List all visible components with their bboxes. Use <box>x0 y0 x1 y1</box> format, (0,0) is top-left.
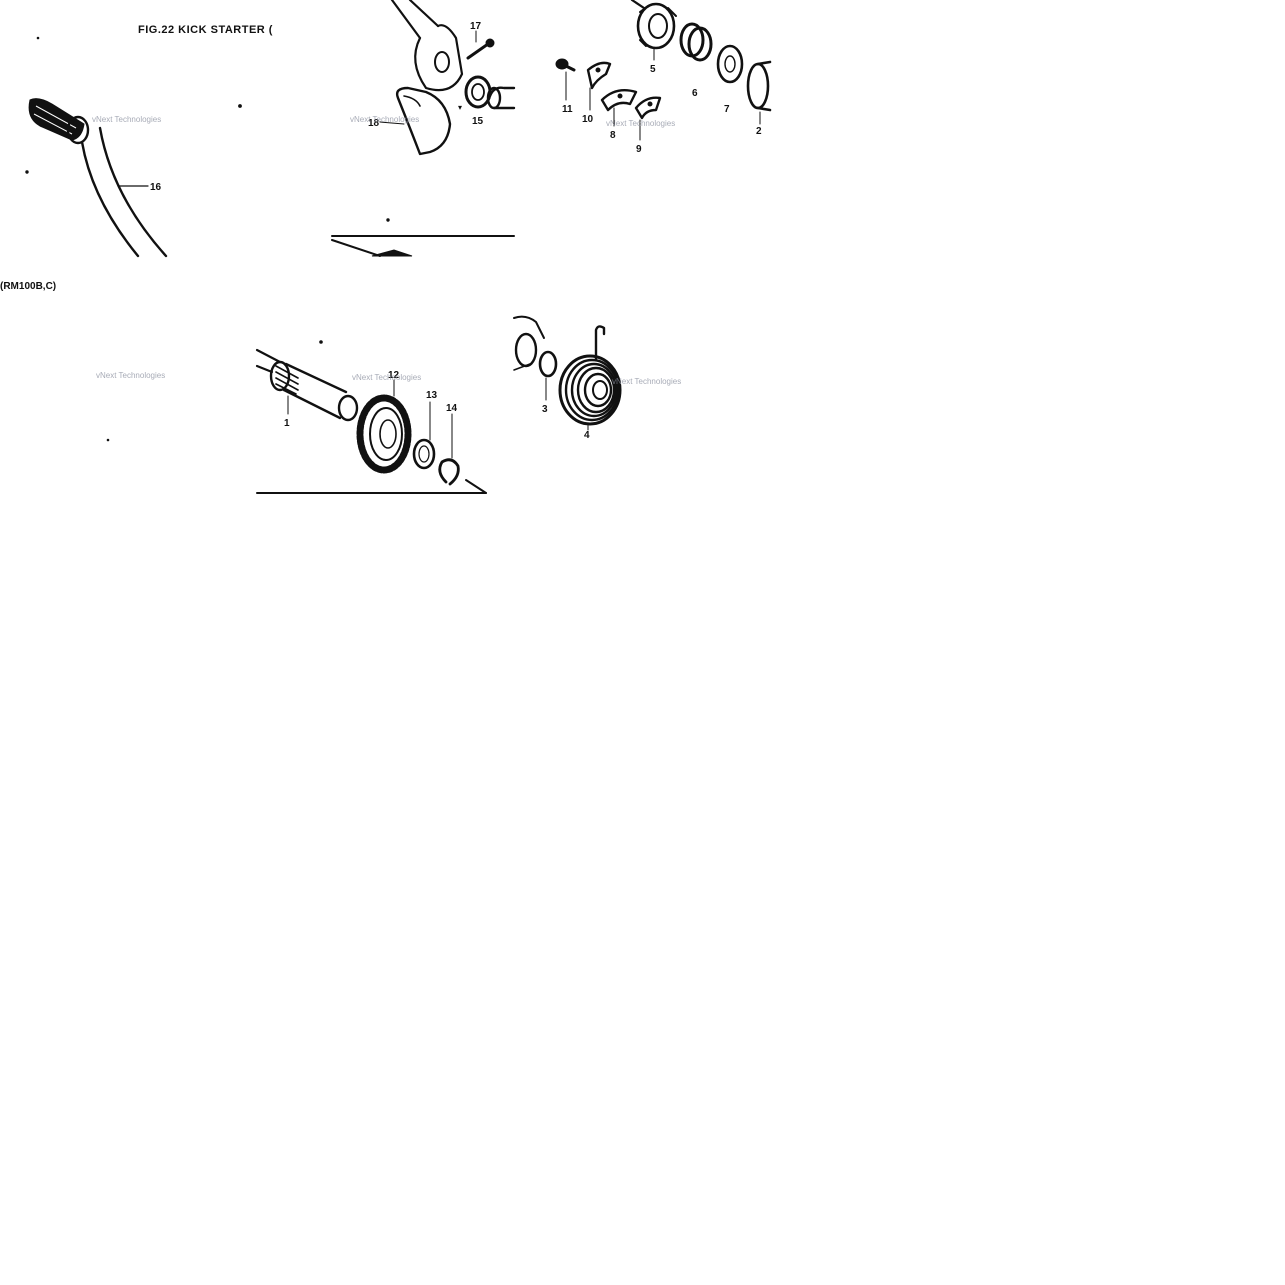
tile-shaft-gear: 1 12 13 14 vNext Technologies <box>255 340 487 494</box>
speck <box>36 36 40 40</box>
washer-7 <box>716 44 744 84</box>
callout-1: 1 <box>284 418 290 429</box>
return-spring-4 <box>558 325 622 426</box>
kick-shaft-end <box>486 86 516 110</box>
callout-17: 17 <box>470 21 482 32</box>
watermark: vNext Technologies <box>606 119 675 128</box>
spring-6 <box>679 22 713 62</box>
callout-10: 10 <box>582 114 594 125</box>
model-code: (RM100B,C) <box>0 281 56 292</box>
callout-7: 7 <box>724 104 730 115</box>
figure-title: FIG.22 KICK STARTER ( <box>138 24 273 36</box>
screw-11 <box>555 58 576 72</box>
kick-starter-cap <box>395 86 452 156</box>
speck <box>319 340 323 344</box>
shaft-end-stub <box>513 315 545 371</box>
kick-lever-arm <box>80 126 168 258</box>
leader-line <box>379 121 405 125</box>
ratchet-5 <box>630 0 677 50</box>
watermark: vNext Technologies <box>612 377 681 386</box>
bolt-17 <box>466 38 495 60</box>
callout-16: 16 <box>150 182 162 193</box>
plate-10 <box>586 61 612 90</box>
watermark: vNext Technologies <box>96 371 165 380</box>
callout-8: 8 <box>610 130 616 141</box>
callout-13: 13 <box>426 390 438 401</box>
tile-model-tag: (RM100B,C) vNext Technologies <box>0 281 165 442</box>
watermark: vNext Technologies <box>350 115 419 124</box>
callout-5: 5 <box>650 64 656 75</box>
tile-lever-boss: 17 18 15 ▾ vNext Technologies <box>331 0 516 257</box>
callout-11: 11 <box>562 104 573 115</box>
circlip-14 <box>438 458 460 486</box>
speck <box>106 438 110 442</box>
washer-13 <box>412 438 436 470</box>
arrow-mark: ▾ <box>458 103 462 112</box>
speck <box>25 170 29 174</box>
callout-9: 9 <box>636 144 642 155</box>
callout-3: 3 <box>542 404 548 415</box>
kick-gear-12 <box>356 394 412 474</box>
callout-15: 15 <box>472 116 484 127</box>
watermark: vNext Technologies <box>352 373 421 382</box>
speck <box>238 104 242 108</box>
tile-ratchet-parts: 5 6 7 2 11 10 <box>555 0 772 155</box>
pawl-8 <box>600 89 638 112</box>
kick-lever-boss <box>390 0 464 92</box>
oil-seal-15 <box>464 75 492 109</box>
section-frame <box>331 235 515 257</box>
speck <box>386 218 390 222</box>
callout-2: 2 <box>756 126 762 137</box>
callout-4: 4 <box>584 430 590 441</box>
callout-18: 18 <box>368 118 380 129</box>
washer-3 <box>538 350 558 378</box>
kick-pedal-rubber <box>28 98 90 145</box>
callout-12: 12 <box>388 370 400 381</box>
callout-6: 6 <box>692 88 698 99</box>
guide-9 <box>634 96 662 120</box>
callout-14: 14 <box>446 403 458 414</box>
section-frame <box>256 479 487 494</box>
tile-return-spring: 3 4 vNext Technologies <box>513 315 681 441</box>
tile-kick-pedal: FIG.22 KICK STARTER ( 16 vNext Technolog… <box>25 24 273 258</box>
kick-starter-shaft-1 <box>255 348 359 422</box>
shaft-2 <box>746 60 772 112</box>
watermark: vNext Technologies <box>92 115 161 124</box>
